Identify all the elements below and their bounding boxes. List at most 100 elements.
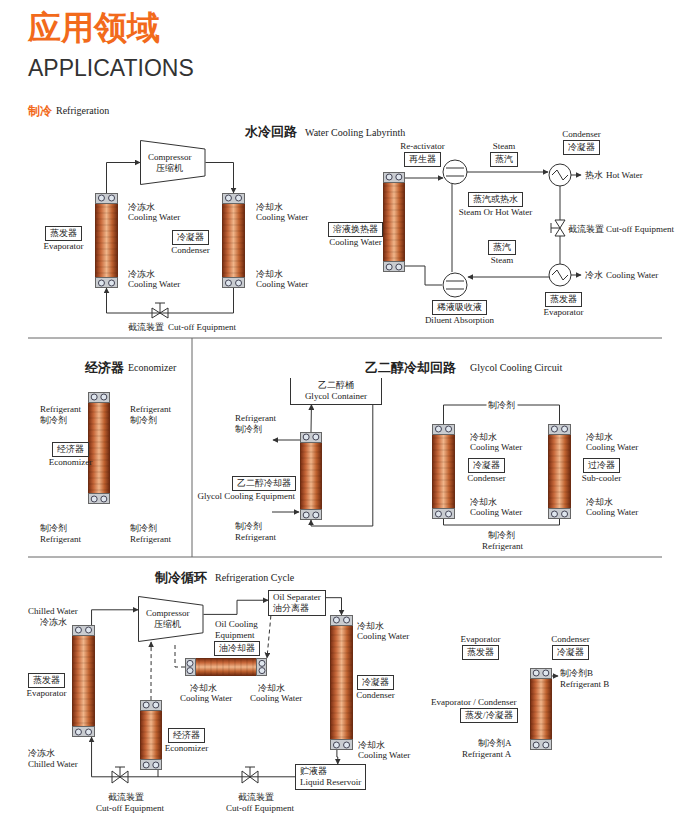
node-text: Diluent Absorption — [425, 315, 494, 326]
plate-exchanger — [222, 193, 245, 288]
page-title: 应用领域 — [28, 10, 160, 46]
pipe-connector — [92, 737, 295, 777]
exchanger-label: 过冷器Sub-cooler — [583, 458, 620, 473]
plate-exchanger — [548, 424, 571, 519]
label-text: Cut-off Equipment — [606, 224, 674, 234]
node-text: 乙二醇冷却器 — [237, 478, 291, 489]
label-text: 冷却水 — [357, 621, 384, 631]
node-text: 贮液器 — [300, 766, 361, 777]
exchanger-label: 经济器Economizer — [168, 728, 205, 743]
path-shape — [158, 770, 159, 777]
label-text: Refrigerant — [482, 541, 523, 551]
node-text: Condenser — [171, 245, 210, 256]
heat-exchanger: 冷凝器Condenser — [222, 193, 245, 288]
plate-exchanger — [383, 172, 405, 272]
label-text: Cooling Water — [357, 631, 409, 641]
label-box: 冷凝器Condenser — [552, 645, 589, 660]
path-shape — [552, 270, 568, 280]
pipe-connector — [444, 519, 560, 525]
plate-exchanger — [88, 392, 110, 504]
node-text: Oil Separater — [273, 592, 321, 603]
label-text: 热水 — [585, 170, 603, 180]
label-text: Refrigerant — [235, 532, 276, 542]
node-text: 冷凝器 — [362, 677, 389, 688]
glycol-container: 乙二醇桶Glycol Container — [290, 378, 382, 405]
label-text: 截流装置 — [108, 792, 144, 802]
edge-label: 制冷剂 — [486, 400, 517, 410]
label-text: Cut-off Equipment — [96, 803, 164, 813]
label-text: 冷却水 — [190, 683, 217, 693]
exchanger-label: 蒸发器Evaporator — [28, 673, 65, 688]
label-box: 稀液吸收液Diluent Absorption — [432, 300, 487, 315]
label-text: Cooling Water — [128, 212, 180, 222]
node-text: 蒸发器 — [467, 647, 494, 658]
label-text: 冷却水 — [358, 740, 385, 750]
exchanger-label: 油冷却器Oil Cooling Equipment — [214, 641, 260, 656]
node-text: 冷凝器 — [473, 460, 500, 471]
label-text: 冷却水 — [256, 202, 283, 212]
node-text: Steam — [493, 141, 516, 152]
node-text: Re-activator — [400, 141, 444, 152]
path-shape — [405, 266, 442, 285]
label-text: Cut-off Equipment — [168, 322, 236, 332]
pipe-connector — [326, 598, 342, 615]
node-text: Steam — [491, 255, 514, 266]
node-text: 蒸发器 — [33, 675, 60, 686]
exchanger-label: 溶液换热器Cooling Water — [328, 222, 383, 237]
plate-exchanger — [72, 625, 95, 737]
node-text: Evaporator / Condenser — [431, 697, 516, 708]
label-text: 制冷 — [28, 104, 52, 118]
label-text: Refrigerant — [40, 534, 81, 544]
label-text: 经济器 — [85, 360, 124, 376]
label-text: Refrigeration Cycle — [215, 572, 294, 584]
path-shape — [571, 175, 581, 176]
plate-exchanger — [300, 432, 322, 520]
label-text: 冷冻水 — [40, 617, 67, 627]
label-text: 制冷剂A — [478, 738, 512, 748]
absorber-symbol — [443, 273, 467, 297]
label-text: Cut-off Equipment — [226, 803, 294, 813]
label-text: Chilled Water — [28, 606, 78, 616]
path-shape — [245, 767, 255, 777]
node-text: Condenser — [562, 129, 601, 140]
path-shape — [28, 557, 662, 558]
label-text: 制冷剂 — [40, 523, 67, 533]
node-text: 过冷器 — [588, 460, 615, 471]
node-text: 乙二醇桶 — [291, 380, 381, 391]
compressor-box: Compressor压缩机 — [140, 140, 206, 185]
heat-exchanger: 冷凝器Condenser — [432, 424, 455, 519]
node-text: 油冷却器 — [219, 643, 255, 654]
label-text: Water Cooling Labyrinth — [305, 127, 405, 139]
path-shape — [272, 512, 299, 513]
label-box: 贮液器Liquid Reservoir — [295, 764, 366, 790]
path-shape — [468, 277, 549, 278]
node-text: Condenser — [467, 473, 506, 484]
pipe-connector — [206, 163, 234, 194]
label-text: 冷冻水 — [128, 202, 155, 212]
node-text: Liquid Reservoir — [300, 777, 361, 788]
node-text: Condenser — [551, 634, 590, 645]
plate-exchanger — [95, 193, 118, 288]
label-text: 制冷剂 — [235, 521, 262, 531]
label-text: 冷却水 — [470, 497, 497, 507]
node-text: 经济器 — [173, 730, 200, 741]
label-text: 制冷循环 — [155, 570, 207, 586]
label-text: Refrigerant — [130, 534, 171, 544]
pipe-connector — [204, 600, 269, 614]
heat-exchanger: 冷凝器Condenser — [330, 615, 353, 750]
node-text: Evaporator — [544, 307, 584, 318]
label-text: Cooling Water — [180, 693, 232, 703]
label-text: Cooling Water — [586, 442, 638, 452]
path-shape — [273, 440, 300, 441]
node-text: 冷凝器 — [177, 232, 204, 243]
pipe-connector — [336, 750, 338, 764]
label-text: Cooling Water — [470, 507, 522, 517]
node-text: 压缩机 — [154, 619, 181, 630]
label-text: Cooling Water — [250, 693, 302, 703]
label-text: 冷却水 — [256, 269, 283, 279]
node-text: 再生器 — [409, 154, 436, 165]
node-text: 冷凝器 — [568, 142, 595, 153]
label-text: 制冷剂 — [40, 415, 67, 425]
node-text: Steam Or Hot Water — [459, 207, 532, 218]
